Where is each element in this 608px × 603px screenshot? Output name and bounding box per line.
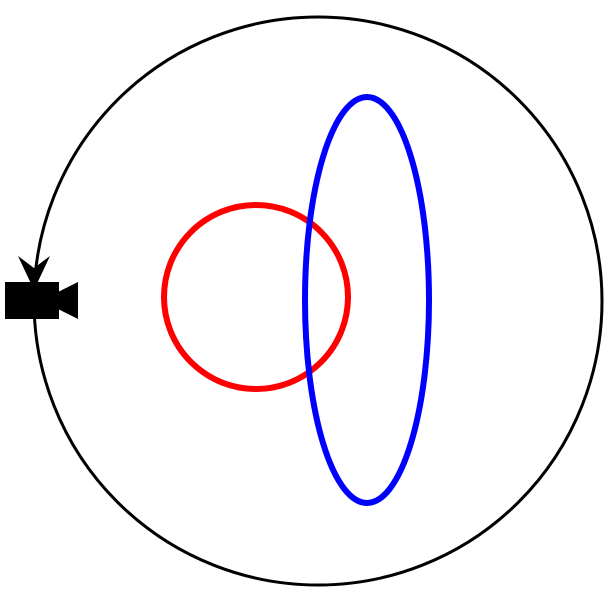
orbit-circle — [32, 15, 604, 587]
orbit-direction-arrow-icon — [18, 256, 50, 290]
red-circle — [161, 202, 351, 392]
video-camera-icon — [5, 282, 78, 319]
blue-ellipse — [302, 94, 432, 506]
